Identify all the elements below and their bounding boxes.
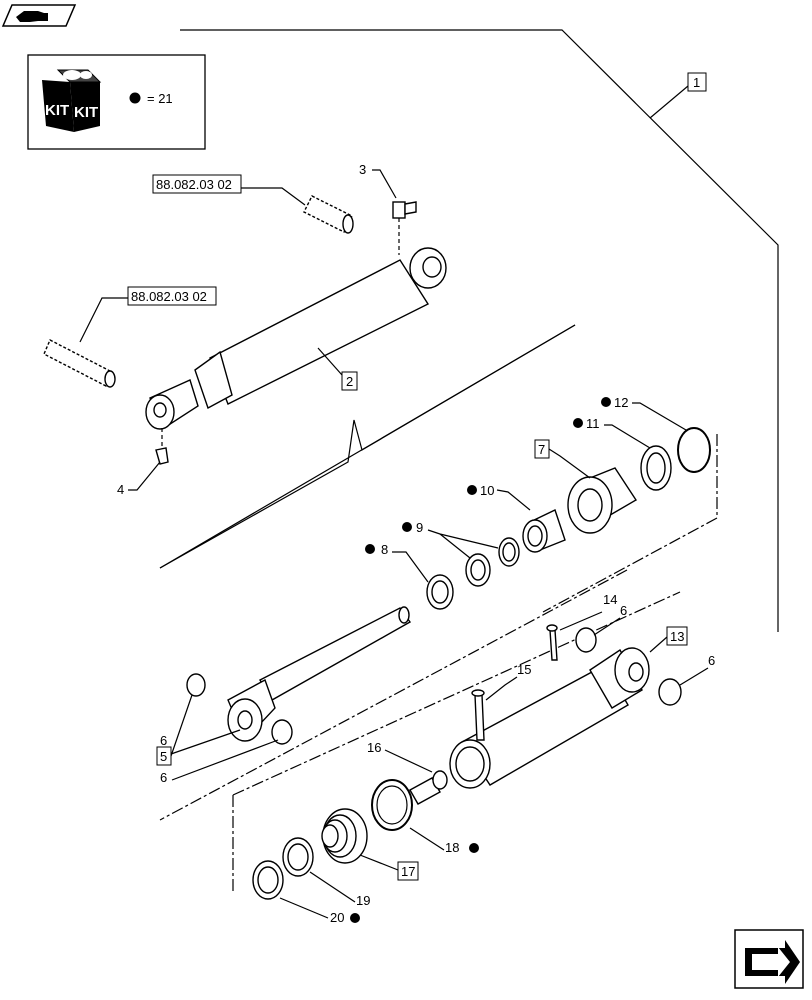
kit-text-2: KIT xyxy=(74,104,98,121)
ref-label-left: 88.082.03 02 xyxy=(79,286,217,343)
svg-text:14: 14 xyxy=(603,592,617,607)
ring-19: 19 xyxy=(282,837,370,908)
svg-text:19: 19 xyxy=(356,893,370,908)
svg-text:4: 4 xyxy=(117,482,124,497)
kit-dot-icon xyxy=(129,92,141,104)
wiper-ring-20: 20 xyxy=(252,860,360,925)
svg-text:11: 11 xyxy=(586,416,600,431)
svg-text:6: 6 xyxy=(160,733,167,748)
piston-rod-5: 5 6 6 xyxy=(156,606,412,785)
svg-text:10: 10 xyxy=(480,483,494,498)
callout-1: 1 xyxy=(649,72,707,119)
svg-text:1: 1 xyxy=(693,75,700,90)
svg-text:16: 16 xyxy=(367,740,381,755)
o-ring-12: 12 xyxy=(601,395,711,473)
snap-ring-18: 18 xyxy=(371,779,479,855)
svg-text:20: 20 xyxy=(330,910,344,925)
screw-15: 15 xyxy=(471,662,531,741)
svg-text:17: 17 xyxy=(401,864,415,879)
svg-text:13: 13 xyxy=(670,629,684,644)
screw-14: 14 xyxy=(546,592,617,661)
screw-16: 16 xyxy=(367,740,448,805)
svg-text:7: 7 xyxy=(538,442,545,457)
svg-text:6: 6 xyxy=(160,770,167,785)
next-page-arrow-icon[interactable] xyxy=(734,929,804,989)
cylinder-assembly-2 xyxy=(145,247,447,448)
svg-text:88.082.03 02: 88.082.03 02 xyxy=(131,289,207,304)
svg-text:5: 5 xyxy=(160,749,167,764)
svg-text:9: 9 xyxy=(416,520,423,535)
svg-text:6: 6 xyxy=(708,653,715,668)
seal-9: 9 xyxy=(402,520,520,587)
grease-fitting-3: 3 xyxy=(359,162,417,255)
hand-pointer-icon[interactable] xyxy=(1,4,77,27)
backup-ring-11: 11 xyxy=(573,416,672,491)
bush-6-right: 6 xyxy=(658,653,715,706)
pin-top xyxy=(303,195,354,234)
piston-7: 7 xyxy=(534,439,637,534)
svg-text:12: 12 xyxy=(614,395,628,410)
kit-legend-box: KIT KIT = 21 xyxy=(27,54,206,150)
kit-text-1: KIT xyxy=(45,102,69,119)
svg-text:88.082.03 02: 88.082.03 02 xyxy=(156,177,232,192)
svg-text:8: 8 xyxy=(381,542,388,557)
bracket-lines xyxy=(159,29,779,893)
svg-text:15: 15 xyxy=(517,662,531,677)
ref-label-top: 88.082.03 02 xyxy=(152,174,306,206)
svg-text:6: 6 xyxy=(620,603,627,618)
seal-10: 10 xyxy=(467,483,566,553)
grease-fitting-4: 4 xyxy=(117,447,169,497)
svg-text:18: 18 xyxy=(445,840,459,855)
bush-6-top: 6 xyxy=(575,603,627,653)
cylinder-head-17: 17 xyxy=(321,808,419,881)
cylinder-barrel-13: 13 xyxy=(449,626,688,789)
svg-text:2: 2 xyxy=(346,374,353,389)
svg-text:3: 3 xyxy=(359,162,366,177)
seal-8: 8 xyxy=(365,542,454,610)
callout-2: 2 xyxy=(317,347,358,391)
pin-left xyxy=(43,339,116,388)
kit-legend-text: = 21 xyxy=(147,91,173,106)
